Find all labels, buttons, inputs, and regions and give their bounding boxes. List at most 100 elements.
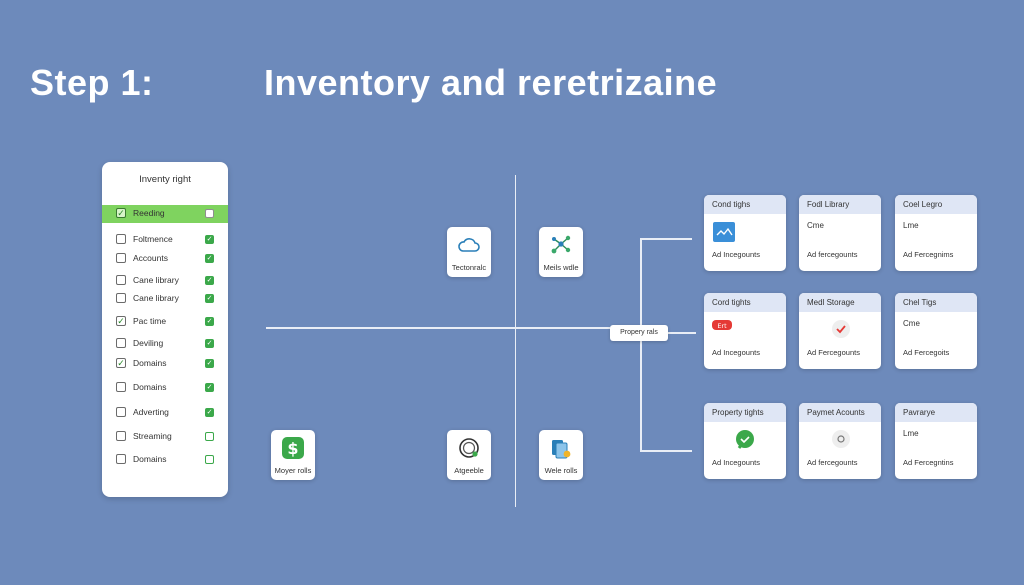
svg-text:$: $ xyxy=(287,439,298,458)
card-pavrarye[interactable]: Pavrarye Lme Ad Fercegntins xyxy=(895,403,977,479)
step-label: Step 1: xyxy=(30,62,154,103)
tile-label: Moyer rolls xyxy=(274,466,312,475)
center-label: Propery rals xyxy=(610,325,668,341)
row-checkbox[interactable] xyxy=(116,338,126,348)
card-subtitle: Lme xyxy=(903,429,919,438)
row-checkbox[interactable] xyxy=(116,234,126,244)
row-status-checkbox[interactable] xyxy=(205,455,214,464)
coin-icon xyxy=(832,430,850,448)
tile-label: Wele rolls xyxy=(544,466,578,475)
card-footer: Ad Incegounts xyxy=(712,348,760,357)
card-title: Cond tighs xyxy=(704,195,786,214)
checklist-row[interactable]: Cane library ✓ xyxy=(102,272,228,290)
row-status-checkbox[interactable]: ✓ xyxy=(205,254,214,263)
row-checkbox[interactable] xyxy=(116,293,126,303)
checklist-item-label: Deviling xyxy=(133,338,164,348)
document-stack-icon xyxy=(552,440,571,459)
tile-meils-wdle[interactable]: Meils wdle xyxy=(539,227,583,277)
row-checkbox[interactable] xyxy=(116,407,126,417)
row-status-checkbox[interactable]: ✓ xyxy=(205,294,214,303)
checklist-row[interactable]: ✓ Pac time ✓ xyxy=(102,313,228,331)
connector-to-cards-mid xyxy=(668,332,696,334)
tile-tectonralc[interactable]: Tectonralc xyxy=(447,227,491,277)
tile-moyer-rolls[interactable]: $ Moyer rolls xyxy=(271,430,315,480)
card-cond-tighs[interactable]: Cond tighs Ad Incegounts xyxy=(704,195,786,271)
row-status-checkbox[interactable] xyxy=(205,209,214,218)
checklist-item-label: Streaming xyxy=(133,431,172,441)
card-chel-tigs[interactable]: Chel Tigs Cme Ad Fercegoits xyxy=(895,293,977,369)
card-footer: Ad Incegounts xyxy=(712,250,760,259)
card-footer: Ad Fercegnims xyxy=(903,250,954,259)
card-title: Paymet Acounts xyxy=(799,403,881,422)
row-checkbox[interactable] xyxy=(116,382,126,392)
divider-vertical xyxy=(515,175,516,507)
card-title: Medl Storage xyxy=(799,293,881,312)
checklist-title: Inventy right xyxy=(139,174,191,185)
cloud-icon xyxy=(458,238,480,252)
connector-vertical-right xyxy=(640,238,642,452)
card-title: Cord tights xyxy=(704,293,786,312)
checklist-row[interactable]: Deviling ✓ xyxy=(102,335,228,353)
checklist-row[interactable]: Adverting ✓ xyxy=(102,404,228,422)
row-status-checkbox[interactable]: ✓ xyxy=(205,339,214,348)
card-fodl-library[interactable]: Fodl Library Cme Ad fercegounts xyxy=(799,195,881,271)
row-checkbox[interactable] xyxy=(116,431,126,441)
card-cord-tights[interactable]: Cord tights Ert Ad Incegounts xyxy=(704,293,786,369)
card-subtitle: Cme xyxy=(807,221,824,230)
card-footer: Ad Fercegounts xyxy=(807,348,860,357)
card-paymet-acounts[interactable]: Paymet Acounts Ad fercegounts xyxy=(799,403,881,479)
tile-atgeeble[interactable]: Atgeeble xyxy=(447,430,491,480)
row-checkbox[interactable] xyxy=(116,253,126,263)
checklist-item-label: Domains xyxy=(133,454,167,464)
row-status-checkbox[interactable]: ✓ xyxy=(205,235,214,244)
checklist-item-label: Adverting xyxy=(133,407,169,417)
checklist-row[interactable]: Accounts✓ xyxy=(102,250,228,268)
checklist-item-label: Reeding xyxy=(133,208,165,218)
row-checkbox[interactable]: ✓ xyxy=(116,316,126,326)
checklist-row[interactable]: Domains✓ xyxy=(102,379,228,397)
card-footer: Ad Fercegntins xyxy=(903,458,954,467)
card-footer: Ad Incegounts xyxy=(712,458,760,467)
row-status-checkbox[interactable]: ✓ xyxy=(205,359,214,368)
row-checkbox[interactable]: ✓ xyxy=(116,208,126,218)
checklist-item-label: Cane library xyxy=(133,275,179,285)
row-status-checkbox[interactable]: ✓ xyxy=(205,408,214,417)
checklist-row[interactable]: Domains xyxy=(102,451,228,469)
row-checkbox[interactable] xyxy=(116,454,126,464)
page-title: Inventory and reretrizaine xyxy=(264,62,718,103)
card-medl-storage[interactable]: Medl Storage Ad Fercegounts xyxy=(799,293,881,369)
red-check-icon xyxy=(832,320,850,338)
connector-horizontal-main xyxy=(266,327,610,329)
tile-wele-rolls[interactable]: Wele rolls xyxy=(539,430,583,480)
checklist-row[interactable]: ✓ Reeding xyxy=(102,205,228,223)
ring-icon xyxy=(459,438,479,458)
card-subtitle: Cme xyxy=(903,319,920,328)
network-icon xyxy=(551,235,571,254)
row-status-checkbox[interactable]: ✓ xyxy=(205,317,214,326)
chat-icon xyxy=(736,430,754,449)
checklist-row[interactable]: ✓Domains✓ xyxy=(102,355,228,373)
card-footer: Ad fercegounts xyxy=(807,250,858,259)
checklist-row[interactable]: Streaming xyxy=(102,428,228,446)
row-checkbox[interactable]: ✓ xyxy=(116,358,126,368)
row-status-checkbox[interactable]: ✓ xyxy=(205,383,214,392)
card-footer: Ad Fercegoits xyxy=(903,348,950,357)
red-badge-icon: Ert xyxy=(712,320,732,330)
tile-label: Atgeeble xyxy=(454,466,484,475)
card-subtitle: Lme xyxy=(903,221,919,230)
checklist-row[interactable]: Cane library✓ xyxy=(102,290,228,308)
connector-to-cards-bottom xyxy=(640,450,692,452)
tile-label: Meils wdle xyxy=(543,263,579,272)
checklist-row[interactable]: Foltmence✓ xyxy=(102,231,228,249)
row-status-checkbox[interactable]: ✓ xyxy=(205,276,214,285)
card-title: Chel Tigs xyxy=(895,293,977,312)
card-property-tights[interactable]: Property tights Ad Incegounts xyxy=(704,403,786,479)
image-icon xyxy=(713,222,735,242)
checklist-item-label: Pac time xyxy=(133,316,167,326)
row-status-checkbox[interactable] xyxy=(205,432,214,441)
card-coel-legro[interactable]: Coel Legro Lme Ad Fercegnims xyxy=(895,195,977,271)
card-title: Pavrarye xyxy=(895,403,977,422)
badge-text: Ert xyxy=(717,322,727,330)
row-checkbox[interactable] xyxy=(116,275,126,285)
